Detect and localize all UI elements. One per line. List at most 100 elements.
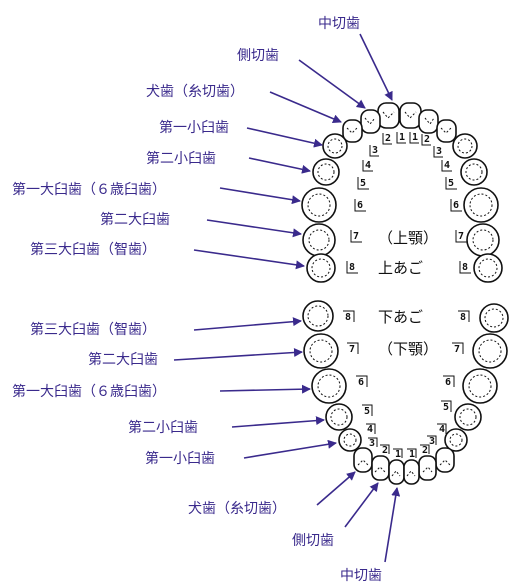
lower-second-molar-label: 第二大臼歯 bbox=[88, 351, 158, 368]
lower-second-premolar-label: 第二小臼歯 bbox=[128, 419, 198, 436]
num-lower-left-6: 6 bbox=[445, 377, 451, 388]
num-upper-left-1: 1 bbox=[412, 132, 418, 143]
upper-right-canine bbox=[342, 119, 363, 143]
lower-left-second-molar bbox=[472, 333, 508, 369]
num-upper-right-2: 2 bbox=[385, 133, 391, 144]
upper-right-second-molar bbox=[302, 223, 336, 257]
arrow-upper-first-molar bbox=[219, 187, 301, 205]
upper-second-molar-label: 第二大臼歯 bbox=[100, 211, 170, 228]
num-upper-left-7: 7 bbox=[458, 231, 464, 242]
lower-third-molar-label: 第三大臼歯（智歯） bbox=[30, 321, 156, 338]
lower-tooth-details bbox=[307, 305, 504, 477]
lower-right-second-premolar bbox=[325, 403, 353, 431]
tooth-numbers: 1 2 3 4 5 6 7 8 1 2 3 4 5 6 7 8 8 7 6 5 … bbox=[343, 132, 471, 460]
num-lower-left-2: 2 bbox=[422, 445, 428, 456]
lower-jaw-kanji: （下顎） bbox=[378, 340, 438, 358]
lower-central-incisor-label: 中切歯 bbox=[340, 568, 382, 584]
upper-right-first-premolar bbox=[322, 133, 348, 159]
lower-first-molar-label: 第一大臼歯（６歳臼歯） bbox=[12, 383, 166, 400]
num-upper-left-6: 6 bbox=[453, 200, 459, 211]
lower-left-first-premolar bbox=[444, 428, 468, 452]
arrow-upper-first-premolar bbox=[246, 127, 323, 148]
arrow-upper-second-molar bbox=[206, 219, 302, 238]
lower-canine-label: 犬歯（糸切歯） bbox=[188, 501, 286, 517]
upper-jaw-kanji: （上顎） bbox=[378, 229, 438, 247]
num-lower-right-5: 5 bbox=[364, 406, 370, 417]
lower-jaw-kana: 下あご bbox=[378, 308, 423, 326]
num-upper-right-6: 6 bbox=[357, 200, 363, 211]
upper-lateral-incisor-label: 側切歯 bbox=[237, 48, 279, 64]
num-upper-right-1: 1 bbox=[399, 132, 405, 143]
arrow-upper-third-molar bbox=[193, 249, 305, 270]
num-upper-right-8: 8 bbox=[349, 262, 355, 273]
upper-right-third-molar bbox=[306, 253, 336, 283]
lower-arch bbox=[302, 300, 509, 485]
upper-left-second-molar bbox=[466, 223, 500, 257]
lower-left-first-molar bbox=[462, 368, 498, 404]
arrow-lower-lateral-incisor bbox=[344, 482, 379, 528]
num-lower-right-4: 4 bbox=[367, 424, 373, 435]
upper-canine-label: 犬歯（糸切歯） bbox=[146, 84, 244, 100]
lower-lateral-incisor-label: 側切歯 bbox=[292, 533, 334, 549]
arrow-lower-central-incisor bbox=[384, 487, 401, 563]
arrow-lower-second-molar bbox=[173, 348, 303, 361]
lower-right-third-molar bbox=[302, 300, 334, 332]
num-lower-right-7: 7 bbox=[349, 344, 355, 355]
lower-left-third-molar bbox=[479, 303, 509, 333]
upper-first-molar-label: 第一大臼歯（６歳臼歯） bbox=[12, 181, 166, 198]
lower-left-canine bbox=[435, 447, 455, 473]
upper-right-first-molar bbox=[301, 187, 337, 223]
num-lower-right-2: 2 bbox=[382, 445, 388, 456]
upper-right-lateral-incisor bbox=[360, 109, 381, 134]
lower-left-lateral-incisor bbox=[418, 455, 437, 481]
num-lower-right-1: 1 bbox=[395, 449, 401, 460]
arrow-lower-first-molar bbox=[219, 384, 311, 394]
arrow-lower-third-molar bbox=[193, 317, 302, 331]
num-lower-left-4: 4 bbox=[439, 424, 445, 435]
lower-left-central-incisor bbox=[403, 459, 420, 485]
num-upper-left-2: 2 bbox=[424, 134, 430, 145]
num-lower-left-3: 3 bbox=[429, 436, 435, 447]
upper-first-premolar-label: 第一小臼歯 bbox=[159, 119, 229, 136]
upper-left-central-incisor bbox=[399, 102, 422, 129]
lower-right-first-premolar bbox=[338, 428, 362, 452]
arrow-lower-canine bbox=[316, 471, 356, 506]
num-lower-right-8: 8 bbox=[345, 312, 351, 323]
arrow-lower-second-premolar bbox=[231, 416, 325, 428]
lower-right-canine bbox=[353, 447, 373, 473]
upper-left-first-molar bbox=[463, 187, 499, 223]
lower-first-premolar-label: 第一小臼歯 bbox=[145, 450, 215, 467]
num-lower-left-1: 1 bbox=[409, 449, 415, 460]
arrow-upper-central-incisor bbox=[359, 33, 393, 101]
num-lower-left-8: 8 bbox=[460, 312, 466, 323]
num-upper-right-4: 4 bbox=[365, 160, 371, 171]
upper-jaw-kana: 上あご bbox=[378, 259, 423, 277]
arrow-upper-canine bbox=[269, 91, 342, 124]
arrow-lower-first-premolar bbox=[243, 439, 337, 459]
upper-tooth-details bbox=[307, 111, 498, 278]
lower-right-second-molar bbox=[303, 333, 339, 369]
lower-left-second-premolar bbox=[454, 403, 482, 431]
num-upper-right-3: 3 bbox=[372, 145, 378, 156]
num-upper-left-8: 8 bbox=[462, 262, 468, 273]
arrow-upper-lateral-incisor bbox=[298, 59, 366, 109]
upper-right-central-incisor bbox=[377, 102, 400, 129]
num-upper-right-5: 5 bbox=[360, 178, 366, 189]
arrow-upper-second-premolar bbox=[248, 157, 311, 174]
num-lower-right-3: 3 bbox=[369, 438, 375, 449]
num-upper-left-5: 5 bbox=[448, 178, 454, 189]
upper-third-molar-label: 第三大臼歯（智歯） bbox=[30, 241, 156, 258]
num-upper-left-4: 4 bbox=[444, 160, 450, 171]
num-lower-left-7: 7 bbox=[454, 344, 460, 355]
upper-left-third-molar bbox=[473, 253, 503, 283]
num-lower-left-5: 5 bbox=[443, 402, 449, 413]
num-lower-right-6: 6 bbox=[358, 377, 364, 388]
upper-left-first-premolar bbox=[452, 133, 478, 159]
upper-left-second-premolar bbox=[460, 158, 488, 186]
upper-left-canine bbox=[436, 119, 457, 143]
num-upper-left-3: 3 bbox=[436, 146, 442, 157]
upper-central-incisor-label: 中切歯 bbox=[318, 16, 360, 32]
upper-right-second-premolar bbox=[312, 158, 340, 186]
lower-right-central-incisor bbox=[388, 459, 405, 485]
upper-second-premolar-label: 第二小臼歯 bbox=[146, 150, 216, 167]
